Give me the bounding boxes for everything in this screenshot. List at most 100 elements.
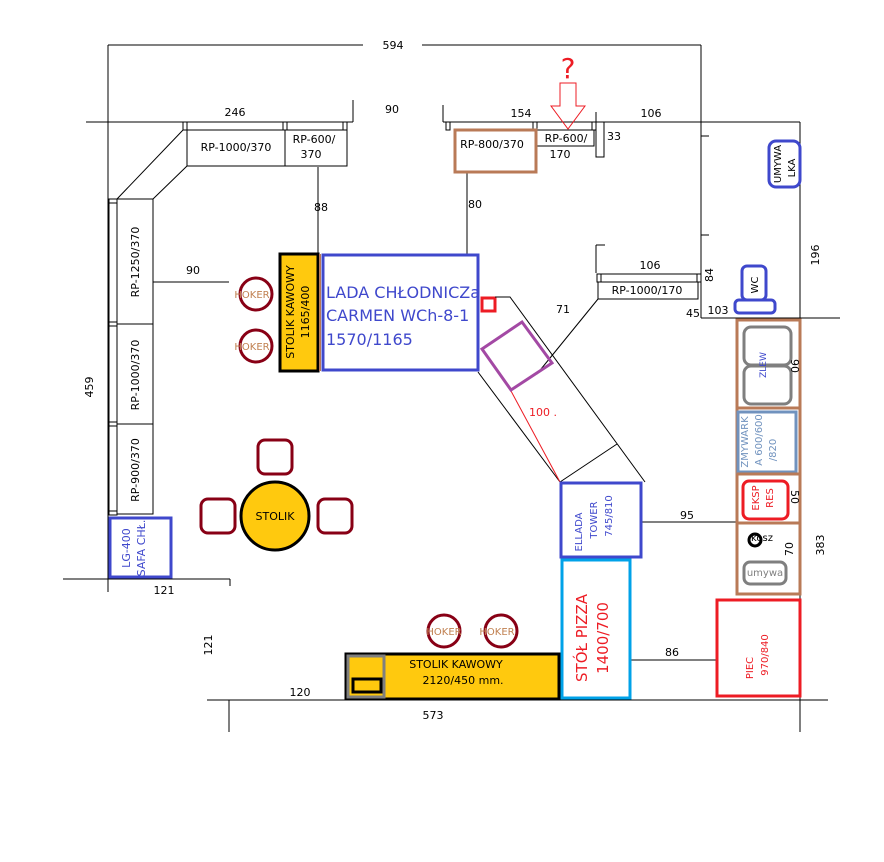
- label-umywalka-l1: UMYWA: [773, 145, 784, 183]
- label-zmywarka-l1: ZMYWARK: [740, 416, 751, 468]
- label-rp1250-370: RP-1250/370: [129, 227, 142, 298]
- dim-50: 50: [788, 490, 801, 504]
- label-rp600-370-l2: 370: [301, 148, 322, 161]
- label-zlew: ZLEW: [759, 352, 769, 378]
- dim-86: 86: [665, 646, 679, 659]
- label-rp600-370-l1: RP-600/: [293, 133, 336, 146]
- washbasin: [767, 139, 802, 189]
- label-hoker: HOKER: [234, 290, 269, 301]
- label-umywalka-l2: LKA: [787, 158, 798, 177]
- chair: [199, 497, 237, 535]
- dim-121-left: 121: [202, 635, 215, 656]
- sink-bowl: [742, 364, 793, 406]
- shelf-rp1000-170: [597, 281, 699, 300]
- label-wc: WC: [750, 277, 761, 294]
- dim-459: 459: [83, 377, 96, 398]
- label-piec-l2: 970/840: [760, 634, 771, 676]
- dim-120: 120: [290, 686, 311, 699]
- shelf-rp600-370: [284, 129, 348, 167]
- shelf-rp1250-370: [116, 198, 154, 325]
- lada-chlodnicza: [321, 253, 480, 372]
- label-coffee-table-h-l2: 2120/450 mm.: [422, 674, 503, 687]
- chair: [316, 497, 354, 535]
- label-pizza-l1: STÓŁ PIZZA: [572, 593, 591, 682]
- hand-sink: [742, 560, 788, 586]
- question-mark: ?: [561, 52, 576, 85]
- label-umywa: umywa: [747, 568, 783, 579]
- shelf-rp1000-370-top: [186, 129, 288, 167]
- label-pizza-l2: 1400/700: [594, 602, 612, 674]
- dimension-labels: 594 246 90 154 106 33 88 80 90 106 84 45…: [83, 39, 827, 722]
- label-kosz: kosz: [751, 533, 773, 544]
- label-coffee-table-v-l1: STOLIK KAWOWY: [284, 265, 297, 359]
- label-ellada-l2: TOWER: [589, 501, 600, 539]
- label-rp900-370: RP-900/370: [129, 438, 142, 502]
- ellada-tower: [559, 481, 643, 559]
- purple-equipment: [479, 319, 555, 393]
- label-ellada-l1: ELLADA: [574, 512, 585, 551]
- label-coffee-table-v-l2: 1165/400: [299, 286, 312, 339]
- label-stolik: STOLIK: [256, 510, 296, 523]
- label-rp1000-370-top: RP-1000/370: [201, 141, 272, 154]
- dim-90-top: 90: [385, 103, 399, 116]
- pizza-table: [560, 558, 632, 700]
- shelf-rp800-370: [453, 128, 538, 174]
- dim-154: 154: [511, 107, 532, 120]
- hoker-stool: [238, 328, 274, 364]
- dim-594: 594: [383, 39, 404, 52]
- wc-base: [733, 298, 777, 315]
- diagonal-counter: [477, 296, 646, 483]
- round-table: [239, 480, 311, 552]
- label-hoker: HOKER: [426, 627, 461, 638]
- label-lg400-l1: LG-400: [120, 528, 133, 568]
- pizza-oven: [715, 598, 802, 698]
- chair: [256, 438, 294, 476]
- label-ekspres-l1: EKSP: [751, 485, 762, 510]
- dim-84: 84: [703, 268, 716, 282]
- dim-106-mid: 106: [640, 259, 661, 272]
- label-lada-l1: LADA CHŁODNICZa: [326, 283, 480, 302]
- arrow-down-icon: [550, 82, 586, 130]
- dim-90-left: 90: [186, 264, 200, 277]
- dim-80: 80: [468, 198, 482, 211]
- hoker-stool: [238, 276, 274, 312]
- dim-100: 100 .: [529, 406, 557, 419]
- shelf-rp1000-370-left: [116, 323, 154, 425]
- label-hoker: HOKER: [234, 342, 269, 353]
- label-rp1000-170: RP-1000/170: [612, 284, 683, 297]
- top-shelves: [116, 121, 702, 300]
- dim-383: 383: [814, 535, 827, 556]
- dim-573: 573: [423, 709, 444, 722]
- shelf-rp900-370: [116, 423, 154, 515]
- trash-bin: [747, 532, 763, 548]
- hoker-stool: [426, 613, 462, 649]
- red-marker: [480, 296, 497, 313]
- dim-71: 71: [556, 303, 570, 316]
- label-ekspres-l2: RES: [765, 488, 776, 508]
- label-rp600-170-l1: RP-600/: [545, 132, 588, 145]
- dim-246: 246: [225, 106, 246, 119]
- dim-90-sink: 90: [788, 359, 801, 373]
- dim-121-bottom: 121: [154, 584, 175, 597]
- shelf-labels: RP-1000/370 RP-600/ 370 RP-800/370 RP-60…: [129, 132, 682, 502]
- dishwasher: [736, 410, 798, 474]
- label-rp600-170-l2: 170: [550, 148, 571, 161]
- label-lg400-l2: SAFA CHŁ.: [135, 520, 148, 577]
- label-zmywarka-l3: /820: [768, 439, 779, 461]
- label-lada-l2: CARMEN WCh-8-1: [326, 306, 469, 325]
- label-zmywarka-l2: A 600/600: [754, 414, 765, 466]
- red-dimension-line: [510, 390, 561, 483]
- label-hoker: HOKER: [479, 627, 514, 638]
- dim-196: 196: [809, 245, 822, 266]
- lg400-safa: [108, 516, 173, 579]
- label-rp1000-370-left: RP-1000/370: [129, 340, 142, 411]
- hoker-stool: [483, 613, 519, 649]
- dim-106-top: 106: [641, 107, 662, 120]
- label-lada-l3: 1570/1165: [326, 330, 413, 349]
- coffee-table-vertical: [278, 252, 320, 373]
- dim-45: 45: [686, 307, 700, 320]
- espresso-machine: [741, 479, 790, 521]
- label-ellada-l3: 745/810: [604, 495, 615, 537]
- label-piec-l1: PIEC: [745, 657, 756, 679]
